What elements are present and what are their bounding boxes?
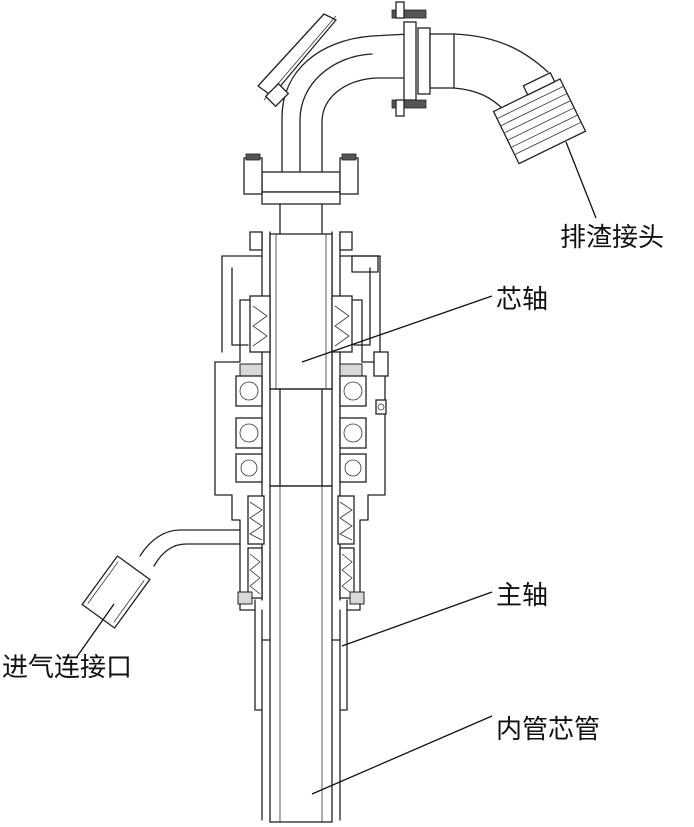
upper-seal-packs (239, 295, 363, 385)
label-inner-core-tube: 内管芯管 (496, 715, 600, 745)
leader-inner-core-tube (311, 715, 493, 795)
slag-discharge-joint (453, 33, 587, 165)
leader-slag-joint (565, 141, 597, 219)
leader-main-shaft (341, 591, 493, 647)
leader-air-inlet (75, 603, 115, 659)
label-core-shaft: 芯轴 (496, 285, 548, 315)
lower-seal-packs (237, 495, 365, 605)
side-fitting (373, 351, 389, 415)
leader-lines (75, 141, 597, 795)
label-slag-joint: 排渣接头 (560, 223, 664, 253)
bearings (235, 375, 367, 483)
pipe-flange (391, 1, 455, 117)
air-inlet-pipe (81, 529, 241, 629)
label-air-inlet: 进气连接口 (2, 653, 132, 683)
core-shaft (269, 233, 333, 390)
inner-core-tube (254, 485, 348, 823)
elbow-pipe (257, 13, 411, 173)
leader-core-shaft (301, 295, 493, 363)
label-main-shaft: 主轴 (496, 581, 548, 611)
shaft-flange (243, 153, 359, 251)
